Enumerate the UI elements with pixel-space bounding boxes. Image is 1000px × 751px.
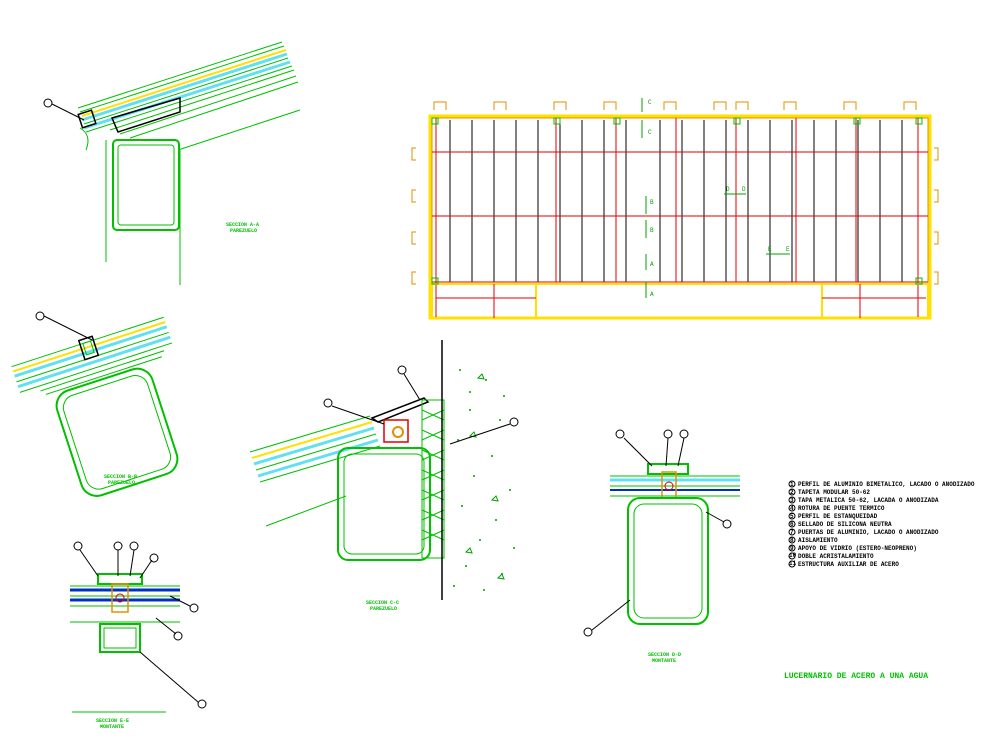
cut-label: B	[650, 199, 654, 206]
section-b-subtitle: PAREZUELO	[108, 480, 135, 486]
legend-item: 1 PERFIL DE ALUMINIO BIMETALICO, LACADO …	[788, 480, 975, 488]
section-a-title: SECCION A-A	[226, 222, 259, 228]
legend-text: TAPA METALICA 50-62, LACADA O ANODIZADA	[798, 497, 939, 504]
legend-num: 10	[789, 552, 797, 559]
legend-item: 2 TAPETA MODULAR 50-62	[788, 488, 870, 496]
section-c-subtitle: PAREZUELO	[370, 606, 397, 612]
legend-num: 1	[790, 481, 794, 488]
legend-item: 10 DOBLE ACRISTALAMIENTO	[788, 552, 874, 560]
legend-num: 9	[790, 545, 794, 552]
cut-label: C	[648, 129, 652, 136]
section-b-detail	[11, 311, 179, 497]
legend-text: SELLADO DE SILICONA NEUTRA	[798, 521, 892, 528]
legend: 1 PERFIL DE ALUMINIO BIMETALICO, LACADO …	[788, 480, 975, 568]
legend-item: 4 ROTURA DE PUENTE TERMICO	[788, 504, 885, 512]
section-a-detail	[43, 41, 301, 285]
legend-text: PERFIL DE ESTANQUEIDAD	[798, 513, 878, 520]
plan-cut-labels: C C B B A A D D E E	[648, 99, 790, 298]
legend-item: 3 TAPA METALICA 50-62, LACADA O ANODIZAD…	[788, 496, 939, 504]
section-e-title: SECCION E-E	[96, 718, 129, 724]
legend-num: 7	[790, 529, 794, 536]
cut-label: D	[742, 186, 746, 193]
cut-label: D	[726, 186, 730, 193]
legend-text: APOYO DE VIDRIO (ESTERO-NEOPRENO)	[798, 545, 917, 552]
cut-label: A	[650, 291, 654, 298]
legend-num: 8	[790, 537, 794, 544]
legend-text: ROTURA DE PUENTE TERMICO	[798, 505, 885, 512]
legend-text: PUERTAS DE ALUMINIO, LACADO O ANODIZADO	[798, 529, 939, 536]
legend-text: TAPETA MODULAR 50-62	[798, 489, 870, 496]
legend-num: 5	[790, 513, 794, 520]
legend-item: 11 ESTRUCTURA AUXILIAR DE ACERO	[788, 560, 899, 568]
legend-num: 4	[790, 505, 794, 512]
legend-item: 5 PERFIL DE ESTANQUEIDAD	[788, 512, 878, 520]
cut-label: E	[786, 246, 790, 253]
legend-text: DOBLE ACRISTALAMIENTO	[798, 553, 874, 560]
legend-num: 6	[790, 521, 794, 528]
section-d-subtitle: MONTANTE	[652, 658, 676, 664]
legend-num: 11	[789, 560, 797, 567]
legend-num: 2	[790, 489, 794, 496]
section-c-title: SECCION C-C	[366, 600, 399, 606]
section-d-detail	[583, 429, 740, 637]
legend-num: 3	[790, 497, 794, 504]
cut-label: A	[650, 261, 654, 268]
section-e-detail	[70, 541, 207, 713]
cut-label: E	[768, 246, 772, 253]
section-d-title: SECCION D-D	[648, 652, 681, 658]
legend-text: PERFIL DE ALUMINIO BIMETALICO, LACADO O …	[798, 481, 975, 488]
legend-text: AISLAMIENTO	[798, 537, 838, 544]
section-b-title: SECCION B-B	[104, 474, 137, 480]
legend-item: 9 APOYO DE VIDRIO (ESTERO-NEOPRENO)	[788, 544, 917, 552]
cut-label: B	[650, 227, 654, 234]
legend-text: ESTRUCTURA AUXILIAR DE ACERO	[798, 561, 899, 568]
legend-item: 7 PUERTAS DE ALUMINIO, LACADO O ANODIZAD…	[788, 528, 939, 536]
cut-label: C	[648, 99, 652, 106]
legend-item: 6 SELLADO DE SILICONA NEUTRA	[788, 520, 892, 528]
section-e-subtitle: MONTANTE	[100, 724, 124, 730]
legend-item: 8 AISLAMIENTO	[788, 536, 838, 544]
drawing-title: LUCERNARIO DE ACERO A UNA AGUA	[784, 672, 928, 681]
section-a-subtitle: PAREZUELO	[230, 228, 257, 234]
section-c-detail	[249, 340, 519, 600]
plan-view	[411, 98, 939, 320]
